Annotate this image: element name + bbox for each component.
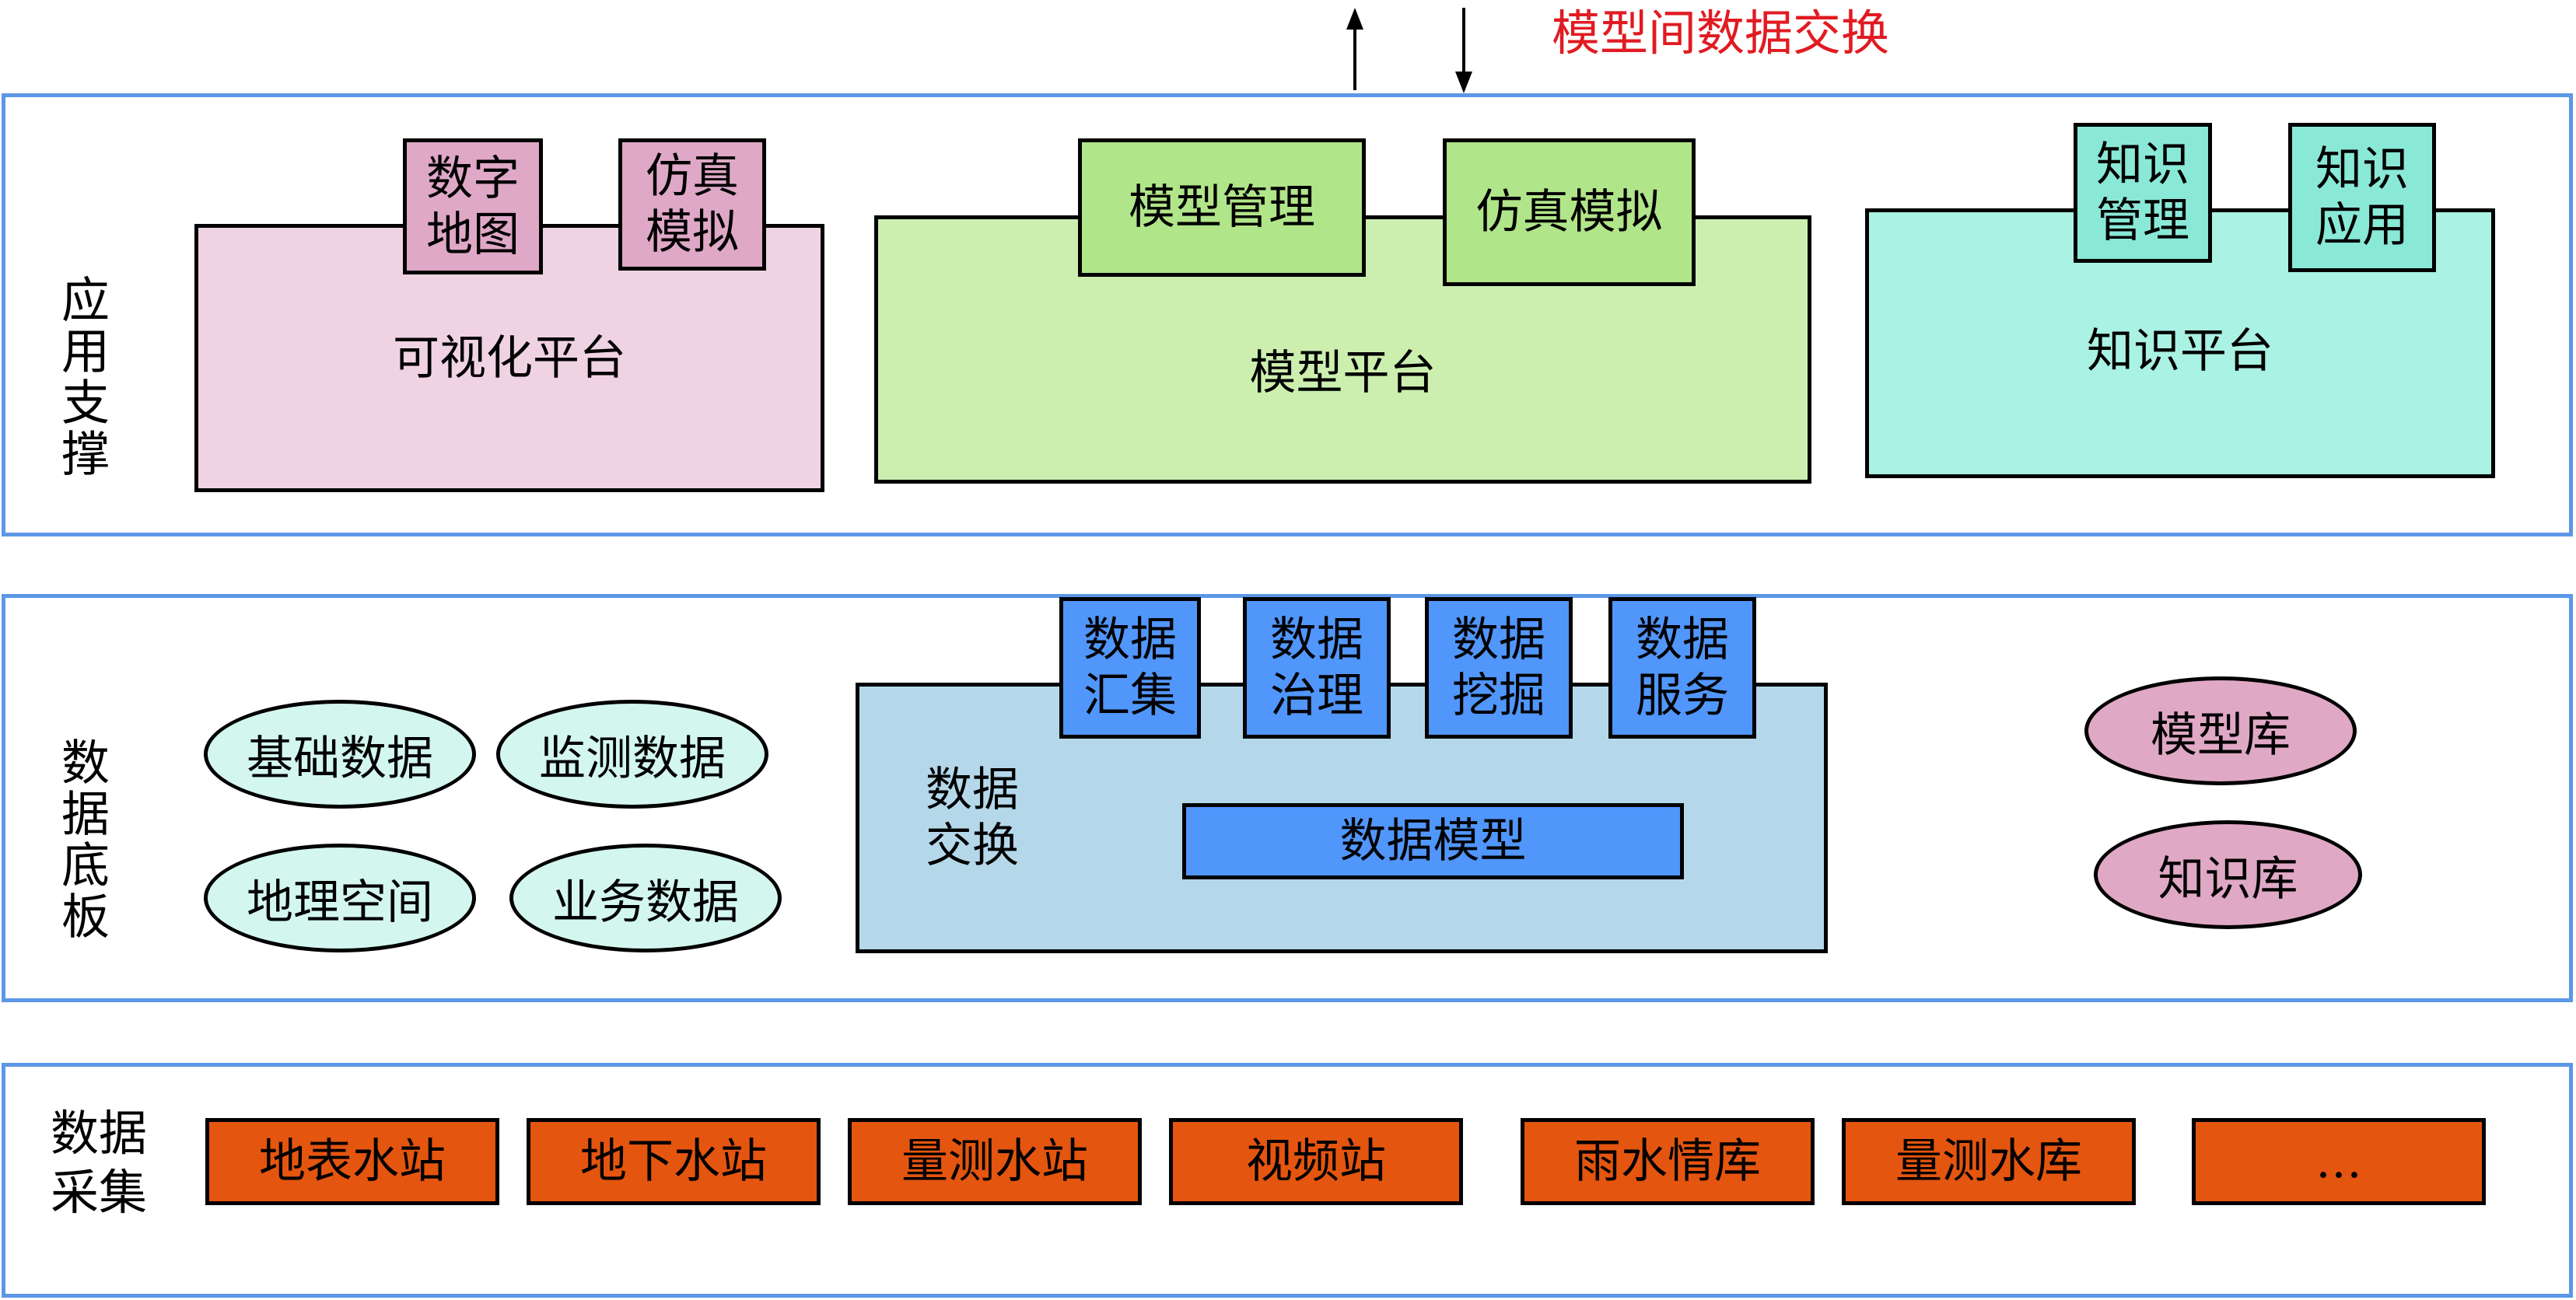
station-surface-water[interactable]: 地表水站 <box>205 1118 499 1205</box>
down-arrow-icon <box>1455 8 1472 93</box>
visual-platform-label: 可视化平台 <box>393 330 626 386</box>
digital-map-tab[interactable]: 数字 地图 <box>403 138 543 274</box>
model-platform-label: 模型平台 <box>1249 345 1437 400</box>
station-reservoir-measurement[interactable]: 量测水库 <box>1842 1118 2136 1205</box>
knowledge-application-tab[interactable]: 知识 应用 <box>2288 123 2436 272</box>
data-type-geospatial[interactable]: 地理空间 <box>204 844 476 952</box>
knowledge-library[interactable]: 知识库 <box>2094 820 2362 929</box>
data-exchange-label: 数据 交换 <box>926 763 1019 873</box>
station-video[interactable]: 视频站 <box>1169 1118 1463 1205</box>
station-groundwater[interactable]: 地下水站 <box>527 1118 821 1205</box>
knowledge-management-tab[interactable]: 知识 管理 <box>2074 123 2212 263</box>
data-base-layer-label: 数据底板 <box>53 737 110 942</box>
data-type-basic[interactable]: 基础数据 <box>204 700 476 809</box>
station-more[interactable]: … <box>2192 1118 2486 1205</box>
data-type-monitoring[interactable]: 监测数据 <box>496 700 768 809</box>
model-management-tab[interactable]: 模型管理 <box>1078 138 1366 277</box>
data-governance-tab[interactable]: 数据 治理 <box>1243 597 1391 739</box>
data-type-business[interactable]: 业务数据 <box>509 844 782 952</box>
knowledge-platform-label: 知识平台 <box>2087 323 2273 379</box>
simulation-tab[interactable]: 仿真 模拟 <box>618 138 766 271</box>
model-library[interactable]: 模型库 <box>2084 676 2357 785</box>
station-water-measurement[interactable]: 量测水站 <box>848 1118 1142 1205</box>
up-arrow-icon <box>1346 8 1363 90</box>
data-collection-layer-label: 数据采集 <box>50 1105 147 1221</box>
data-collect-tab[interactable]: 数据 汇集 <box>1059 597 1201 739</box>
data-service-tab[interactable]: 数据 服务 <box>1608 597 1756 739</box>
station-rain-regime[interactable]: 雨水情库 <box>1521 1118 1815 1205</box>
application-layer-label: 应用支撑 <box>53 274 110 480</box>
model-simulation-tab[interactable]: 仿真模拟 <box>1443 138 1696 286</box>
data-model-bar[interactable]: 数据模型 <box>1182 803 1684 879</box>
data-mining-tab[interactable]: 数据 挖掘 <box>1425 597 1573 739</box>
model-data-exchange-label: 模型间数据交换 <box>1552 5 1890 61</box>
